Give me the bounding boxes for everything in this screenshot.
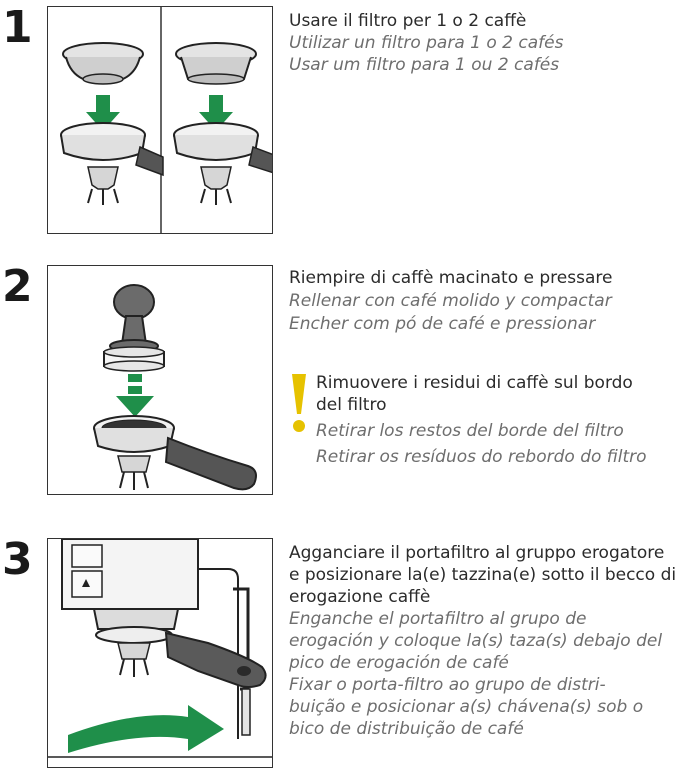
tamper-illustration: [93, 284, 257, 491]
step-2-illustration: [47, 265, 273, 495]
tamper-icon: [103, 284, 165, 372]
step-number: 3: [2, 534, 33, 585]
step-3-text-pt-2: buição e posicionar a(s) chávena(s) sob …: [289, 697, 644, 717]
warning-line-pt: Retirar os resíduos do rebordo do filtro: [316, 447, 647, 467]
rotate-arrow-icon: [68, 705, 224, 753]
machine-illustration: [48, 539, 272, 758]
filter-illustration: [60, 7, 272, 233]
step-2-text-es: Rellenar con café molido y compactar: [289, 291, 612, 311]
warning-line-es: Retirar los restos del borde del filtro: [316, 421, 624, 441]
step-1-text-es: Utilizar un filtro para 1 o 2 cafés: [289, 33, 564, 53]
step-2-text-it: Riempire di caffè macinato e pressare: [289, 268, 613, 288]
portafilter-icon: [95, 626, 267, 688]
double-filter-icon: [62, 42, 144, 85]
portafilter-icon: [173, 122, 272, 205]
warning-text: Rimuovere i residui di caffè sul bordo d…: [316, 372, 684, 468]
exclamation-icon: [292, 374, 306, 432]
warning-line-it: Rimuovere i residui di caffè sul bordo: [316, 373, 633, 393]
step-3-text-it-3: erogazione caffè: [289, 587, 431, 607]
step-number: 1: [2, 2, 33, 53]
step-3-text: Agganciare il portafiltro al gruppo erog…: [289, 542, 684, 740]
step-3-illustration: [47, 538, 273, 768]
step-3-text-it-1: Agganciare il portafiltro al gruppo erog…: [289, 543, 665, 563]
power-switch-icon: [71, 544, 103, 568]
step-number: 2: [2, 261, 33, 312]
step-1-text-pt: Usar um filtro para 1 ou 2 cafés: [289, 55, 560, 75]
step-3-text-es-3: pico de erogación de café: [289, 653, 509, 673]
step-3-text-es-1: Enganche el portafiltro al grupo de: [289, 609, 587, 629]
single-filter-icon: [175, 42, 257, 85]
step-3-text-es-2: erogación y coloque la(s) taza(s) debajo…: [289, 631, 663, 651]
step-3-text-it-2: e posizionare la(e) tazzina(e) sotto il …: [289, 565, 677, 585]
portafilter-icon: [93, 415, 257, 491]
step-3-text-pt-3: bico de distribuição de café: [289, 719, 524, 739]
step-3-text-pt-1: Fixar o porta-filtro ao grupo de distri-: [289, 675, 606, 695]
warning-line-it-2: del filtro: [316, 395, 387, 415]
step-1-text-it: Usare il filtro per 1 o 2 caffè: [289, 11, 527, 31]
step-2-text: Riempire di caffè macinato e pressare Re…: [289, 267, 684, 336]
step-2-text-pt: Encher com pó de café e pressionar: [289, 314, 596, 334]
step-1-illustration: [47, 6, 273, 234]
step-1-text: Usare il filtro per 1 o 2 caffè Utilizar…: [289, 10, 684, 76]
portafilter-icon: [60, 122, 164, 205]
